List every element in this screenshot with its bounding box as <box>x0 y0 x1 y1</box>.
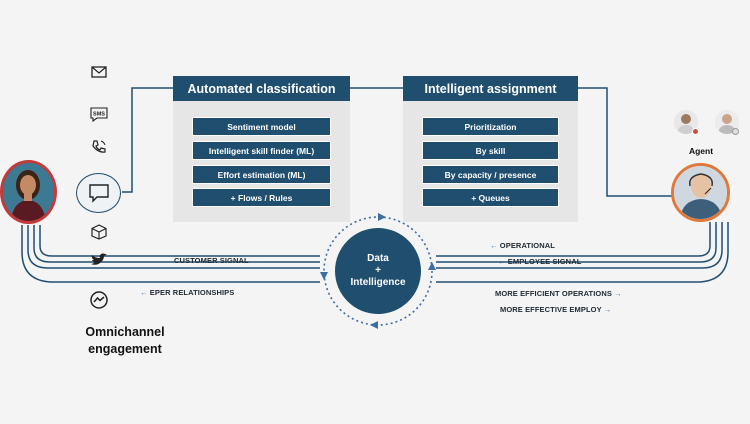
sentiment-model-pill: Sentiment model <box>192 117 331 136</box>
assignment-title: Intelligent assignment <box>403 76 578 101</box>
busy-status-badge <box>692 128 699 135</box>
twitter-icon <box>89 252 109 268</box>
box-icon <box>90 223 108 241</box>
classification-title: Automated classification <box>173 76 350 101</box>
agent-caption: Agent <box>688 146 714 156</box>
arrow-left-icon: ← <box>498 257 506 266</box>
chat-icon-circle[interactable] <box>76 173 121 213</box>
efficient-ops-text: MORE EFFICIENT OPERATIONS <box>495 289 612 298</box>
skill-finder-pill: Intelligent skill finder (ML) <box>192 141 331 160</box>
operational-label: ← OPERATIONAL <box>490 241 555 250</box>
effort-estimation-pill: Effort estimation (ML) <box>192 165 331 184</box>
arrow-left-icon: ← <box>490 241 498 250</box>
arrow-right-icon: → <box>614 289 622 298</box>
chat-icon <box>88 184 109 203</box>
center-line-2: + <box>375 265 381 276</box>
flows-rules-pill: + Flows / Rules <box>192 188 331 207</box>
center-line-3: Intelligence <box>350 277 406 288</box>
center-line-1: Data <box>367 253 389 264</box>
effective-employ-text: MORE EFFECTIVE EMPLOY <box>500 305 602 314</box>
messenger-icon <box>89 290 109 310</box>
employee-signal-label: ← EMPLOYEE SIGNAL <box>498 257 581 266</box>
omnichannel-line-2: engagement <box>88 342 162 356</box>
queues-pill: + Queues <box>422 188 559 207</box>
by-skill-pill: By skill <box>422 141 559 160</box>
efficient-ops-label: MORE EFFICIENT OPERATIONS → <box>495 289 622 298</box>
effective-employ-label: MORE EFFECTIVE EMPLOY → <box>500 305 611 314</box>
arrow-left-icon: ← <box>140 288 148 297</box>
customer-signal-label: CUSTOMER SIGNAL → <box>174 256 258 265</box>
customer-signal-text: CUSTOMER SIGNAL <box>174 256 249 265</box>
relationships-label: ← EPER RELATIONSHIPS <box>140 288 234 297</box>
relationships-text: EPER RELATIONSHIPS <box>149 288 235 297</box>
customer-avatar <box>0 160 57 224</box>
phone-icon <box>90 138 108 156</box>
omnichannel-caption: Omnichannel engagement <box>70 324 180 358</box>
sms-icon: SMS <box>89 105 109 123</box>
arrow-right-icon: → <box>250 256 259 265</box>
agent-small-avatar-1 <box>674 110 698 134</box>
sms-text: SMS <box>93 112 105 118</box>
mail-icon <box>90 64 108 80</box>
arrow-right-icon: → <box>603 305 612 314</box>
away-status-badge <box>732 128 739 135</box>
operational-text: OPERATIONAL <box>499 241 555 250</box>
by-capacity-pill: By capacity / presence <box>422 165 559 184</box>
data-intelligence-circle: Data + Intelligence <box>335 228 421 314</box>
employee-signal-text: EMPLOYEE SIGNAL <box>507 257 582 266</box>
prioritization-pill: Prioritization <box>422 117 559 136</box>
agent-avatar <box>671 163 730 222</box>
omnichannel-line-1: Omnichannel <box>85 325 165 339</box>
